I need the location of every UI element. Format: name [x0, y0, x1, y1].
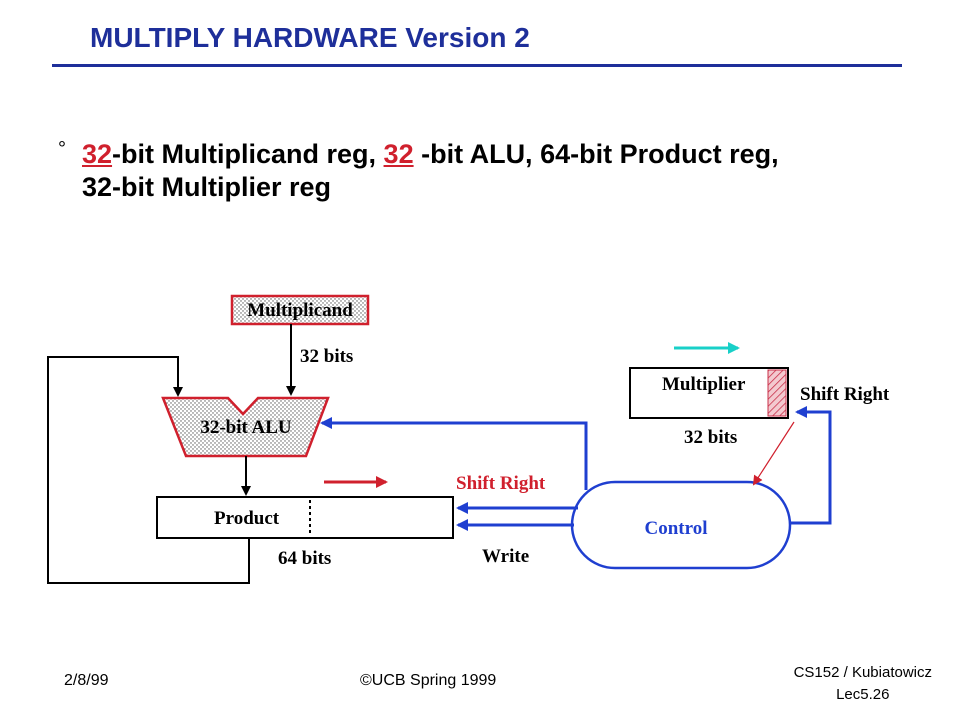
alu-label: 32-bit ALU: [200, 417, 292, 438]
alu-shape: [161, 396, 330, 458]
product-label: Product: [214, 508, 280, 529]
product-shift-label: Shift Right: [456, 473, 546, 494]
multiplier-lsb-to-control-wire: [752, 421, 795, 486]
bullet-part-4: -bit ALU, 64-bit Product reg,: [413, 139, 779, 169]
footer-lecture: Lec5.26: [836, 686, 890, 703]
multiplicand-register: [230, 294, 370, 326]
multiplier-bits-label: 32 bits: [684, 427, 737, 448]
bullet-text: 32-bit Multiplicand reg, 32 -bit ALU, 64…: [82, 138, 779, 204]
footer-date: 2/8/99: [64, 672, 109, 689]
control-label: Control: [645, 518, 708, 539]
write-label: Write: [482, 546, 529, 567]
control-to-alu-wire: [320, 417, 588, 490]
bullet-part-2: -bit Multiplicand reg,: [112, 139, 384, 169]
multiplicand-bits-label: 32 bits: [300, 346, 353, 367]
product-register: [156, 496, 454, 539]
footer-course-info: CS152 / Kubiatowicz Lec5.26: [794, 662, 932, 706]
footer-course: CS152 / Kubiatowicz: [793, 664, 932, 681]
product-bits-label: 64 bits: [278, 548, 331, 569]
multiplier-register: [629, 367, 789, 419]
slide-title: MULTIPLY HARDWARE Version 2: [90, 22, 530, 53]
multiplier-label: Multiplier: [662, 374, 746, 395]
multiplicand-label: Multiplicand: [247, 300, 353, 321]
bullet-part-3: 32: [383, 139, 414, 169]
footer-copyright: ©UCB Spring 1999: [360, 672, 497, 689]
bullet-part-1: 32: [82, 139, 113, 169]
title-rule: [52, 64, 902, 67]
product-feedback-wire: [47, 356, 250, 584]
control-to-multiplier-wire: [790, 406, 832, 525]
multiplier-shift-label: Shift Right: [800, 384, 890, 405]
bullet-mark: °: [58, 138, 66, 160]
multiplier-lsb-bit: [767, 369, 787, 417]
bullet-line-2: 32-bit Multiplier reg: [82, 172, 332, 202]
